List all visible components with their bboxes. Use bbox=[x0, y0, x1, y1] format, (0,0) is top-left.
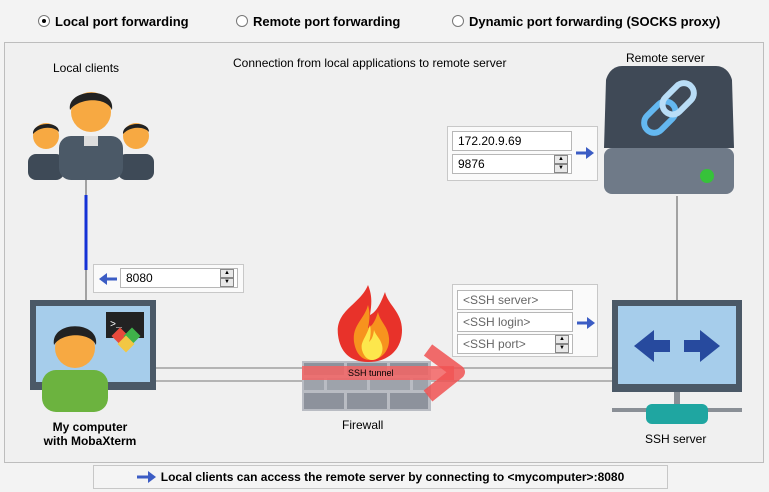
local-clients-label: Local clients bbox=[53, 61, 120, 75]
arrow-right-icon bbox=[136, 471, 156, 483]
arrow-right-icon bbox=[577, 317, 595, 329]
arrows-left-right-icon bbox=[634, 330, 720, 362]
server-status-light bbox=[700, 169, 714, 183]
my-computer-label-line1: My computer bbox=[52, 420, 128, 434]
remote-port-stepper[interactable]: ▲ ▼ bbox=[554, 155, 568, 173]
ssh-server-input[interactable]: <SSH server> bbox=[457, 290, 573, 310]
arrow-left-icon bbox=[99, 273, 117, 285]
ssh-server-label: SSH server bbox=[645, 432, 707, 446]
ssh-port-stepper[interactable]: ▲ ▼ bbox=[555, 335, 569, 353]
my-computer-icon: >_ bbox=[30, 300, 156, 412]
diagram-title: Connection from local applications to re… bbox=[233, 56, 507, 70]
stepper-up-icon[interactable]: ▲ bbox=[555, 335, 569, 344]
svg-text:>_: >_ bbox=[110, 320, 123, 331]
my-computer-label-line2: with MobaXterm bbox=[43, 434, 137, 448]
radio-local-port-forwarding[interactable]: Local port forwarding bbox=[38, 12, 189, 30]
stepper-up-icon[interactable]: ▲ bbox=[220, 269, 234, 278]
stepper-down-icon[interactable]: ▼ bbox=[554, 164, 568, 173]
link-icon bbox=[641, 80, 697, 136]
local-port-stepper[interactable]: ▲ ▼ bbox=[220, 269, 234, 287]
remote-host-input[interactable]: 172.20.9.69 bbox=[452, 131, 572, 151]
ssh-server-icon bbox=[612, 300, 742, 424]
radio-remote-port-forwarding[interactable]: Remote port forwarding bbox=[236, 12, 400, 30]
radio-label: Dynamic port forwarding (SOCKS proxy) bbox=[469, 13, 721, 29]
tunnel-arrow bbox=[423, 344, 465, 402]
local-port-input[interactable]: 8080 bbox=[120, 268, 238, 288]
firewall-label: Firewall bbox=[342, 418, 384, 432]
radio-label: Remote port forwarding bbox=[253, 13, 401, 29]
radio-label: Local port forwarding bbox=[55, 13, 189, 29]
ssh-tunnel-label: SSH tunnel bbox=[348, 368, 394, 378]
arrow-right-icon bbox=[576, 147, 594, 159]
stepper-down-icon[interactable]: ▼ bbox=[555, 344, 569, 353]
radio-button[interactable] bbox=[452, 15, 464, 27]
ssh-port-input[interactable]: <SSH port> bbox=[457, 334, 573, 354]
info-text: Local clients can access the remote serv… bbox=[160, 470, 625, 484]
info-bar: Local clients can access the remote serv… bbox=[93, 465, 668, 489]
my-computer-label: My computer with MobaXterm bbox=[30, 420, 150, 448]
fire-icon bbox=[337, 285, 402, 362]
ssh-tunnel-band bbox=[302, 366, 454, 380]
stepper-down-icon[interactable]: ▼ bbox=[220, 278, 234, 287]
ssh-login-input[interactable]: <SSH login> bbox=[457, 312, 573, 332]
remote-port-input[interactable]: 9876 bbox=[452, 154, 572, 174]
radio-button[interactable] bbox=[236, 15, 248, 27]
ssh-connection-box: <SSH server> <SSH login> <SSH port> ▲ ▼ bbox=[452, 284, 598, 357]
remote-server-icon bbox=[604, 66, 734, 194]
remote-destination-box: 172.20.9.69 9876 ▲ ▼ bbox=[447, 126, 598, 181]
remote-server-label: Remote server bbox=[626, 51, 705, 65]
radio-button-checked[interactable] bbox=[38, 15, 50, 27]
local-port-box: 8080 ▲ ▼ bbox=[93, 264, 244, 293]
stepper-up-icon[interactable]: ▲ bbox=[554, 155, 568, 164]
users-group-icon bbox=[28, 92, 154, 180]
radio-dynamic-port-forwarding[interactable]: Dynamic port forwarding (SOCKS proxy) bbox=[452, 12, 720, 30]
